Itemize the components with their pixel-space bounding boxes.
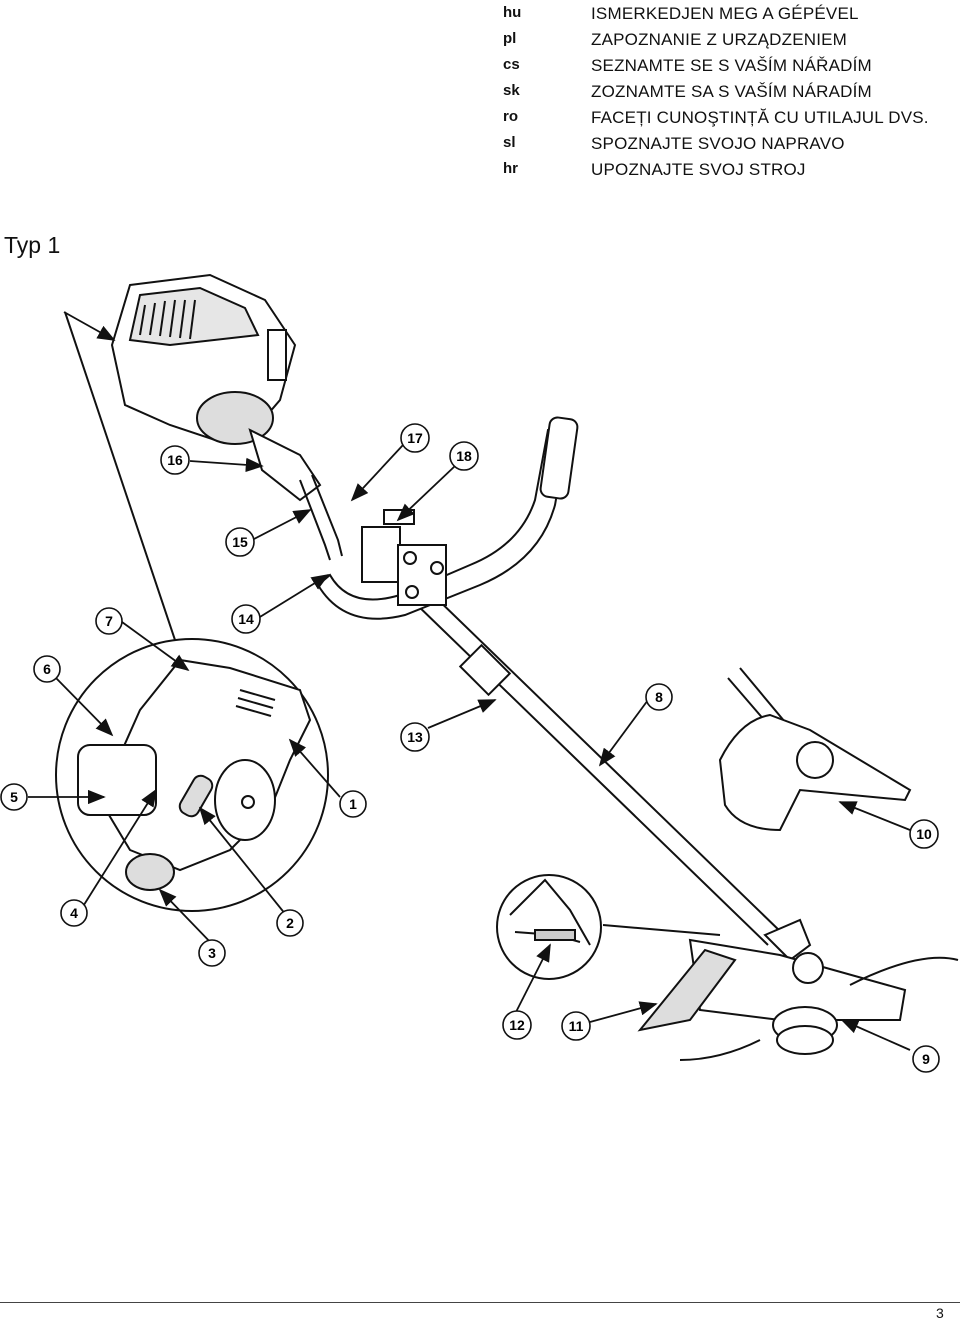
lang-row-hr: hr UPOZNAJTE SVOJ STROJ — [0, 160, 960, 186]
callout-5: 5 — [0, 783, 28, 811]
lang-title: ISMERKEDJEN MEG A GÉPÉVEL — [591, 4, 859, 23]
callout-10: 10 — [909, 819, 939, 849]
callout-16: 16 — [160, 445, 190, 475]
lang-code: sl — [503, 134, 516, 151]
lang-code: hu — [503, 4, 522, 21]
lang-row-pl: pl ZAPOZNANIE Z URZĄDZENIEM — [0, 30, 960, 56]
callout-2: 2 — [276, 909, 304, 937]
callout-13: 13 — [400, 722, 430, 752]
lang-row-sl: sl SPOZNAJTE SVOJO NAPRAVO — [0, 134, 960, 160]
callout-3: 3 — [198, 939, 226, 967]
svg-text:7: 7 — [105, 613, 113, 629]
callout-11: 11 — [561, 1011, 591, 1041]
svg-text:10: 10 — [916, 826, 932, 842]
svg-text:8: 8 — [655, 689, 663, 705]
svg-text:15: 15 — [232, 534, 248, 550]
callout-4: 4 — [60, 899, 88, 927]
page-number: 3 — [936, 1305, 944, 1321]
lang-code: sk — [503, 82, 520, 99]
lang-code: ro — [503, 108, 518, 125]
blade-inset-illustration — [718, 667, 912, 832]
callout-18: 18 — [449, 441, 479, 471]
lang-row-ro: ro FACEȚI CUNOŞTINȚĂ CU UTILAJUL DVS. — [0, 108, 960, 134]
lang-row-cs: cs SEZNAMTE SE S VAŠÍM NÁŘADÍM — [0, 56, 960, 82]
callout-9: 9 — [912, 1045, 940, 1073]
callout-8: 8 — [645, 683, 673, 711]
svg-text:18: 18 — [456, 448, 472, 464]
engine-detail-inset — [55, 311, 329, 912]
callout-15: 15 — [225, 527, 255, 557]
callout-6: 6 — [33, 655, 61, 683]
footer-divider — [0, 1302, 960, 1303]
trimmer-head-illustration — [637, 918, 959, 1061]
svg-text:11: 11 — [569, 1018, 584, 1034]
svg-text:1: 1 — [349, 796, 357, 812]
lang-code: hr — [503, 160, 518, 177]
svg-text:12: 12 — [509, 1017, 525, 1033]
callout-1: 1 — [339, 790, 367, 818]
lang-row-hu: hu ISMERKEDJEN MEG A GÉPÉVEL — [0, 4, 960, 30]
lang-title: ZOZNAMTE SA S VAŠÍM NÁRADÍM — [591, 82, 872, 101]
engine-illustration — [110, 273, 322, 502]
callout-7: 7 — [95, 607, 123, 635]
lang-title: SPOZNAJTE SVOJO NAPRAVO — [591, 134, 845, 153]
svg-text:6: 6 — [43, 661, 51, 677]
lang-row-sk: sk ZOZNAMTE SA S VAŠÍM NÁRADÍM — [0, 82, 960, 108]
callout-17: 17 — [400, 423, 430, 453]
svg-text:13: 13 — [407, 729, 423, 745]
lang-title: ZAPOZNANIE Z URZĄDZENIEM — [591, 30, 848, 49]
svg-text:5: 5 — [10, 789, 18, 805]
handle-illustration — [316, 416, 579, 620]
callout-12: 12 — [502, 1010, 532, 1040]
lang-title: FACEȚI CUNOŞTINȚĂ CU UTILAJUL DVS. — [591, 108, 929, 127]
deflector-inset — [496, 874, 721, 980]
callout-14: 14 — [231, 604, 261, 634]
svg-text:4: 4 — [70, 905, 78, 921]
leader-lines — [28, 311, 911, 1051]
type-label: Typ 1 — [4, 232, 61, 258]
lang-code: pl — [503, 30, 517, 47]
lang-title: SEZNAMTE SE S VAŠÍM NÁŘADÍM — [591, 56, 872, 75]
lang-title: UPOZNAJTE SVOJ STROJ — [591, 160, 806, 179]
svg-text:17: 17 — [407, 430, 423, 446]
svg-text:16: 16 — [167, 452, 183, 468]
svg-text:14: 14 — [238, 611, 254, 627]
svg-text:2: 2 — [286, 915, 294, 931]
svg-text:3: 3 — [208, 945, 216, 961]
lang-code: cs — [503, 56, 520, 73]
svg-text:9: 9 — [922, 1051, 930, 1067]
